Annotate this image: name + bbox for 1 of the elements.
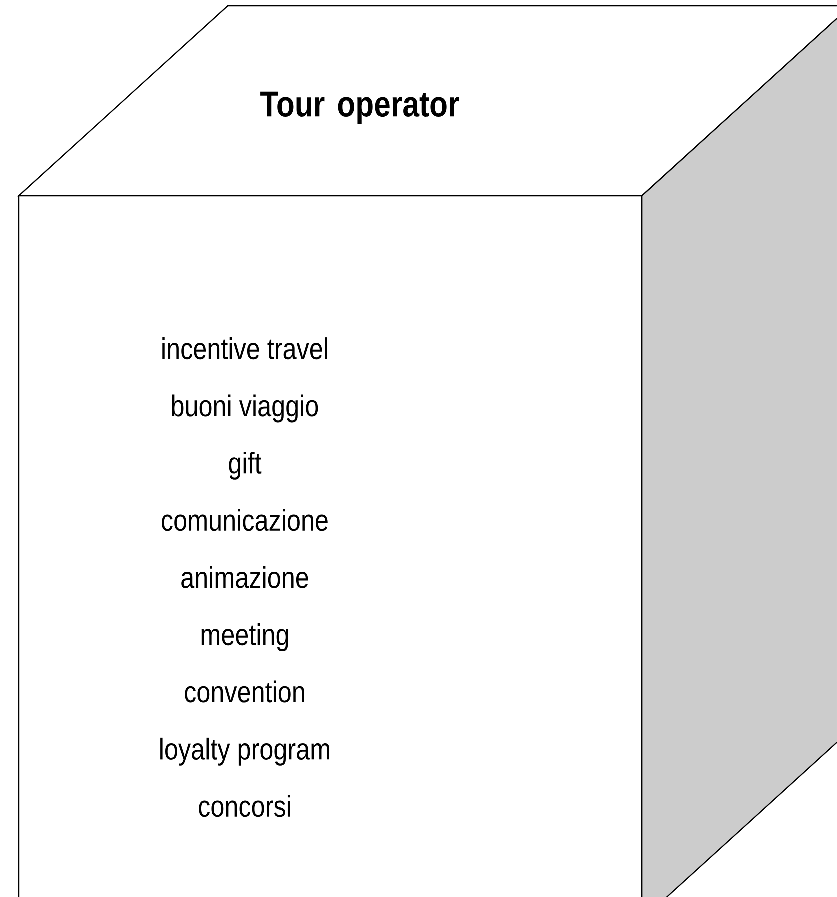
node-label: Tour operator <box>260 92 460 124</box>
